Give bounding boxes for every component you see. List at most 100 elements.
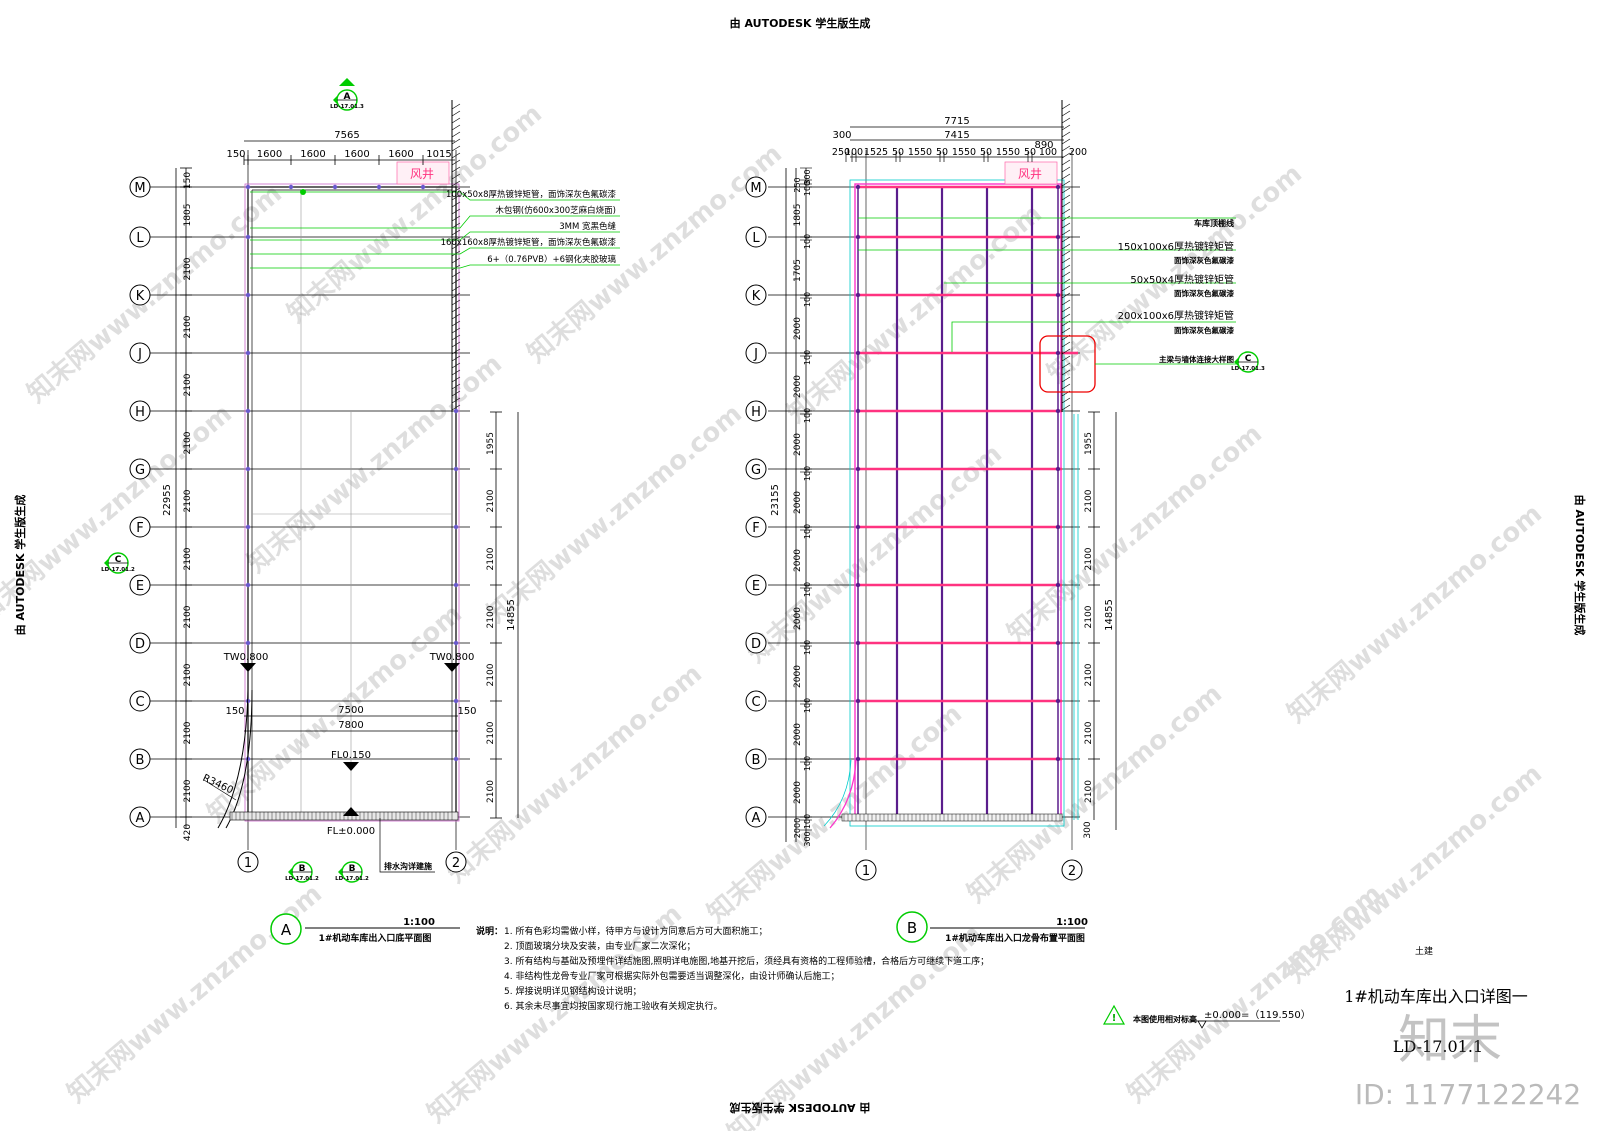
plan-a-row-dim-0: 150 <box>183 172 193 189</box>
plan-b-section-right-arrow <box>1234 358 1238 366</box>
watermark-site-5: 知末网www.znzmo.com <box>522 139 788 369</box>
plan-a-axis-F-label: F <box>136 521 143 536</box>
plan-b-row-dim-3: 1805 <box>793 204 803 227</box>
plan-b-wall-hatch-195 <box>1061 194 1071 201</box>
plan-a-callout-leader-1 <box>250 215 620 229</box>
general-notes: 说明： 1. 所有色彩均需做小样，待甲方与设计方同意后方可大面积施工；2. 顶面… <box>476 925 989 1012</box>
plan-b-wall-hatch-251 <box>1061 250 1071 257</box>
plan-b-node-1-0 <box>855 234 861 240</box>
plan-a-wall-hatch-237 <box>451 236 461 243</box>
plan-a-section-left-ref: LD-17.01.2 <box>101 567 135 573</box>
plan-b-row-dim-13: 2000 <box>793 491 803 514</box>
notes-item-4: 5. 焊接说明详见钢结构设计说明； <box>504 985 641 997</box>
plan-b-top-dim-2: 1525 <box>864 147 888 158</box>
plan-a-row-dim-5: 2100 <box>183 431 193 454</box>
plan-b-node-10-1 <box>1055 756 1061 762</box>
plan-a-wall-hatch-300 <box>451 299 461 306</box>
plan-b-top-dim-1: 100 <box>845 147 863 158</box>
plan-b-right-dim-6: 2100 <box>1084 780 1094 803</box>
plan-a-wall-hatch-167 <box>451 166 461 173</box>
plan-b-node-0-0 <box>855 184 861 190</box>
plan-b-axis-G-circle <box>745 458 767 480</box>
plan-b-top-dim-3: 50 <box>892 147 904 158</box>
plan-a-node-top-1 <box>332 184 338 190</box>
brand-logo: 知末 <box>1398 1011 1502 1071</box>
plan-b-top-dim-6: 1550 <box>952 147 976 158</box>
plan-b-top-dim-4: 1550 <box>908 147 932 158</box>
plan-a-vent-label: 风井 <box>410 167 434 181</box>
plan-a-title-circle <box>270 913 302 945</box>
plan-a-wall-hatch-223 <box>451 222 461 229</box>
plan-b-callout-3: 50x50x4厚热镀锌矩管 <box>1130 273 1234 286</box>
plan-b-title: 1#机动车库出入口龙骨布置平面图 <box>945 932 1085 944</box>
plan-a-wall-hatch-209 <box>451 208 461 215</box>
plan-b-wall-hatch-384 <box>1061 383 1071 390</box>
plan-a-right-dim-0: 1955 <box>486 432 496 455</box>
plan-a-row-dim-2: 2100 <box>183 257 193 280</box>
plan-b-row-dim-5: 1705 <box>793 259 803 282</box>
plan-a-axis-K-label: K <box>136 289 145 304</box>
plan-a-fl-upper: FL0.150 <box>331 750 371 761</box>
plan-a-row-dim-9: 2100 <box>183 663 193 686</box>
plan-b-axis-E-circle <box>745 574 767 596</box>
plan-a-row-dim-7: 2100 <box>183 547 193 570</box>
plan-a-axis-G-circle <box>129 458 151 480</box>
watermark-site-7: 知末网www.znzmo.com <box>442 659 708 889</box>
plan-a-wall-hatch-349 <box>451 348 461 355</box>
plan-a-node-left-3 <box>245 350 251 356</box>
plan-b-wall-hatch-356 <box>1061 355 1071 362</box>
plan-a-wall-hatch-258 <box>451 257 461 264</box>
plan-b-row-dim-18: 100 <box>803 640 812 655</box>
plan-b-row-dim-22: 100 <box>803 756 812 771</box>
plan-b-wall-hatch-377 <box>1061 376 1071 383</box>
plan-b-row-dim-15: 2000 <box>793 549 803 572</box>
plan-b-node-6-1 <box>1055 524 1061 530</box>
plan-a-wall-hatch-307 <box>451 306 461 313</box>
plan-b-node-6-0 <box>855 524 861 530</box>
plan-a-top-dim-4: 1600 <box>388 149 413 160</box>
plan-b-axis-F-circle <box>745 516 767 538</box>
plan-b-wall-hatch-258 <box>1061 257 1071 264</box>
plan-b-row-dim-6: 100 <box>803 292 812 307</box>
plan-b-wall-hatch-342 <box>1061 341 1071 348</box>
plan-a-wall-hatch-363 <box>451 362 461 369</box>
watermark-top: 由 AUTODESK 学生版生成 <box>730 16 871 30</box>
plan-b-row-dim-8: 100 <box>803 350 812 365</box>
plan-a-axis-K-circle <box>129 284 151 306</box>
plan-b-overall-height: 23155 <box>770 484 781 516</box>
plan-a-section-top-letter: A <box>344 92 351 102</box>
plan-b-wall-hatch-216 <box>1061 215 1071 222</box>
plan-b-axis-2-circle <box>1061 859 1083 881</box>
plan-b-wall-hatch-139 <box>1061 138 1071 145</box>
plan-b-top-dim-8: 1550 <box>996 147 1020 158</box>
plan-a-title: 1#机动车库出入口底平面图 <box>319 932 432 944</box>
plan-a-wall-hatch-398 <box>451 397 461 404</box>
plan-b-right-dim-1: 2100 <box>1084 489 1094 512</box>
plan-a-wall-hatch-391 <box>451 390 461 397</box>
plan-b-row-dim-24: 100 <box>803 814 812 829</box>
plan-b-vent-label: 风井 <box>1018 167 1042 181</box>
plan-a-fl-lower: FL±0.000 <box>327 826 375 837</box>
elevation-note: ! 本图使用相对标高 ±0.000=（119.550） <box>1102 1004 1311 1029</box>
plan-a-axis-L-label: L <box>136 231 144 246</box>
plan-a-axis-B-label: B <box>136 753 145 768</box>
plan-b-wall-hatch-174 <box>1061 173 1071 180</box>
plan-b-title-circle <box>896 911 928 943</box>
plan-b-row-dim-17: 2000 <box>793 607 803 630</box>
plan-a-axis-2-label: 2 <box>452 856 460 871</box>
plan-b-row-dim-10: 100 <box>803 408 812 423</box>
watermark-left: 由 AUTODESK 学生版生成 <box>13 495 27 636</box>
plan-a-wall-hatch-342 <box>451 341 461 348</box>
plan-a-axis-E-label: E <box>136 579 144 594</box>
plan-a-top-dim-2: 1600 <box>300 149 325 160</box>
plan-a-axis-D-label: D <box>135 637 145 652</box>
plan-a-outer-width: 7800 <box>338 720 363 731</box>
plan-a-offset-left: 150 <box>225 706 244 717</box>
watermark-site-3: 知末网www.znzmo.com <box>242 349 508 579</box>
notes-item-3: 4. 非结构性龙骨专业厂家可根据实际外包需要适当调整深化，由设计师确认后施工； <box>504 970 839 982</box>
watermark-site-16: 知末网www.znzmo.com <box>62 879 328 1109</box>
plan-a-wall-hatch-202 <box>451 201 461 208</box>
plan-b-axis-C-circle <box>745 690 767 712</box>
plan-b-wall-hatch-202 <box>1061 201 1071 208</box>
plan-a-wall-hatch-244 <box>451 243 461 250</box>
